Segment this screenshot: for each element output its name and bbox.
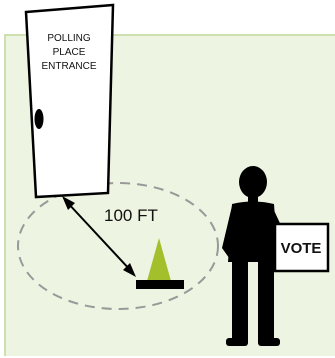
door-text-line1: POLLING (47, 33, 91, 44)
traffic-cone (136, 238, 184, 289)
vote-sign: VOTE (275, 224, 328, 271)
distance-label: 100 FT (104, 206, 158, 225)
polling-place-door: POLLING PLACE ENTRANCE (26, 5, 113, 197)
door-text-line3: ENTRANCE (41, 61, 96, 72)
buffer-zone-circle (18, 183, 218, 309)
vote-sign-label: VOTE (281, 240, 322, 257)
door-knob (35, 109, 44, 129)
door-text-line2: PLACE (53, 47, 86, 58)
